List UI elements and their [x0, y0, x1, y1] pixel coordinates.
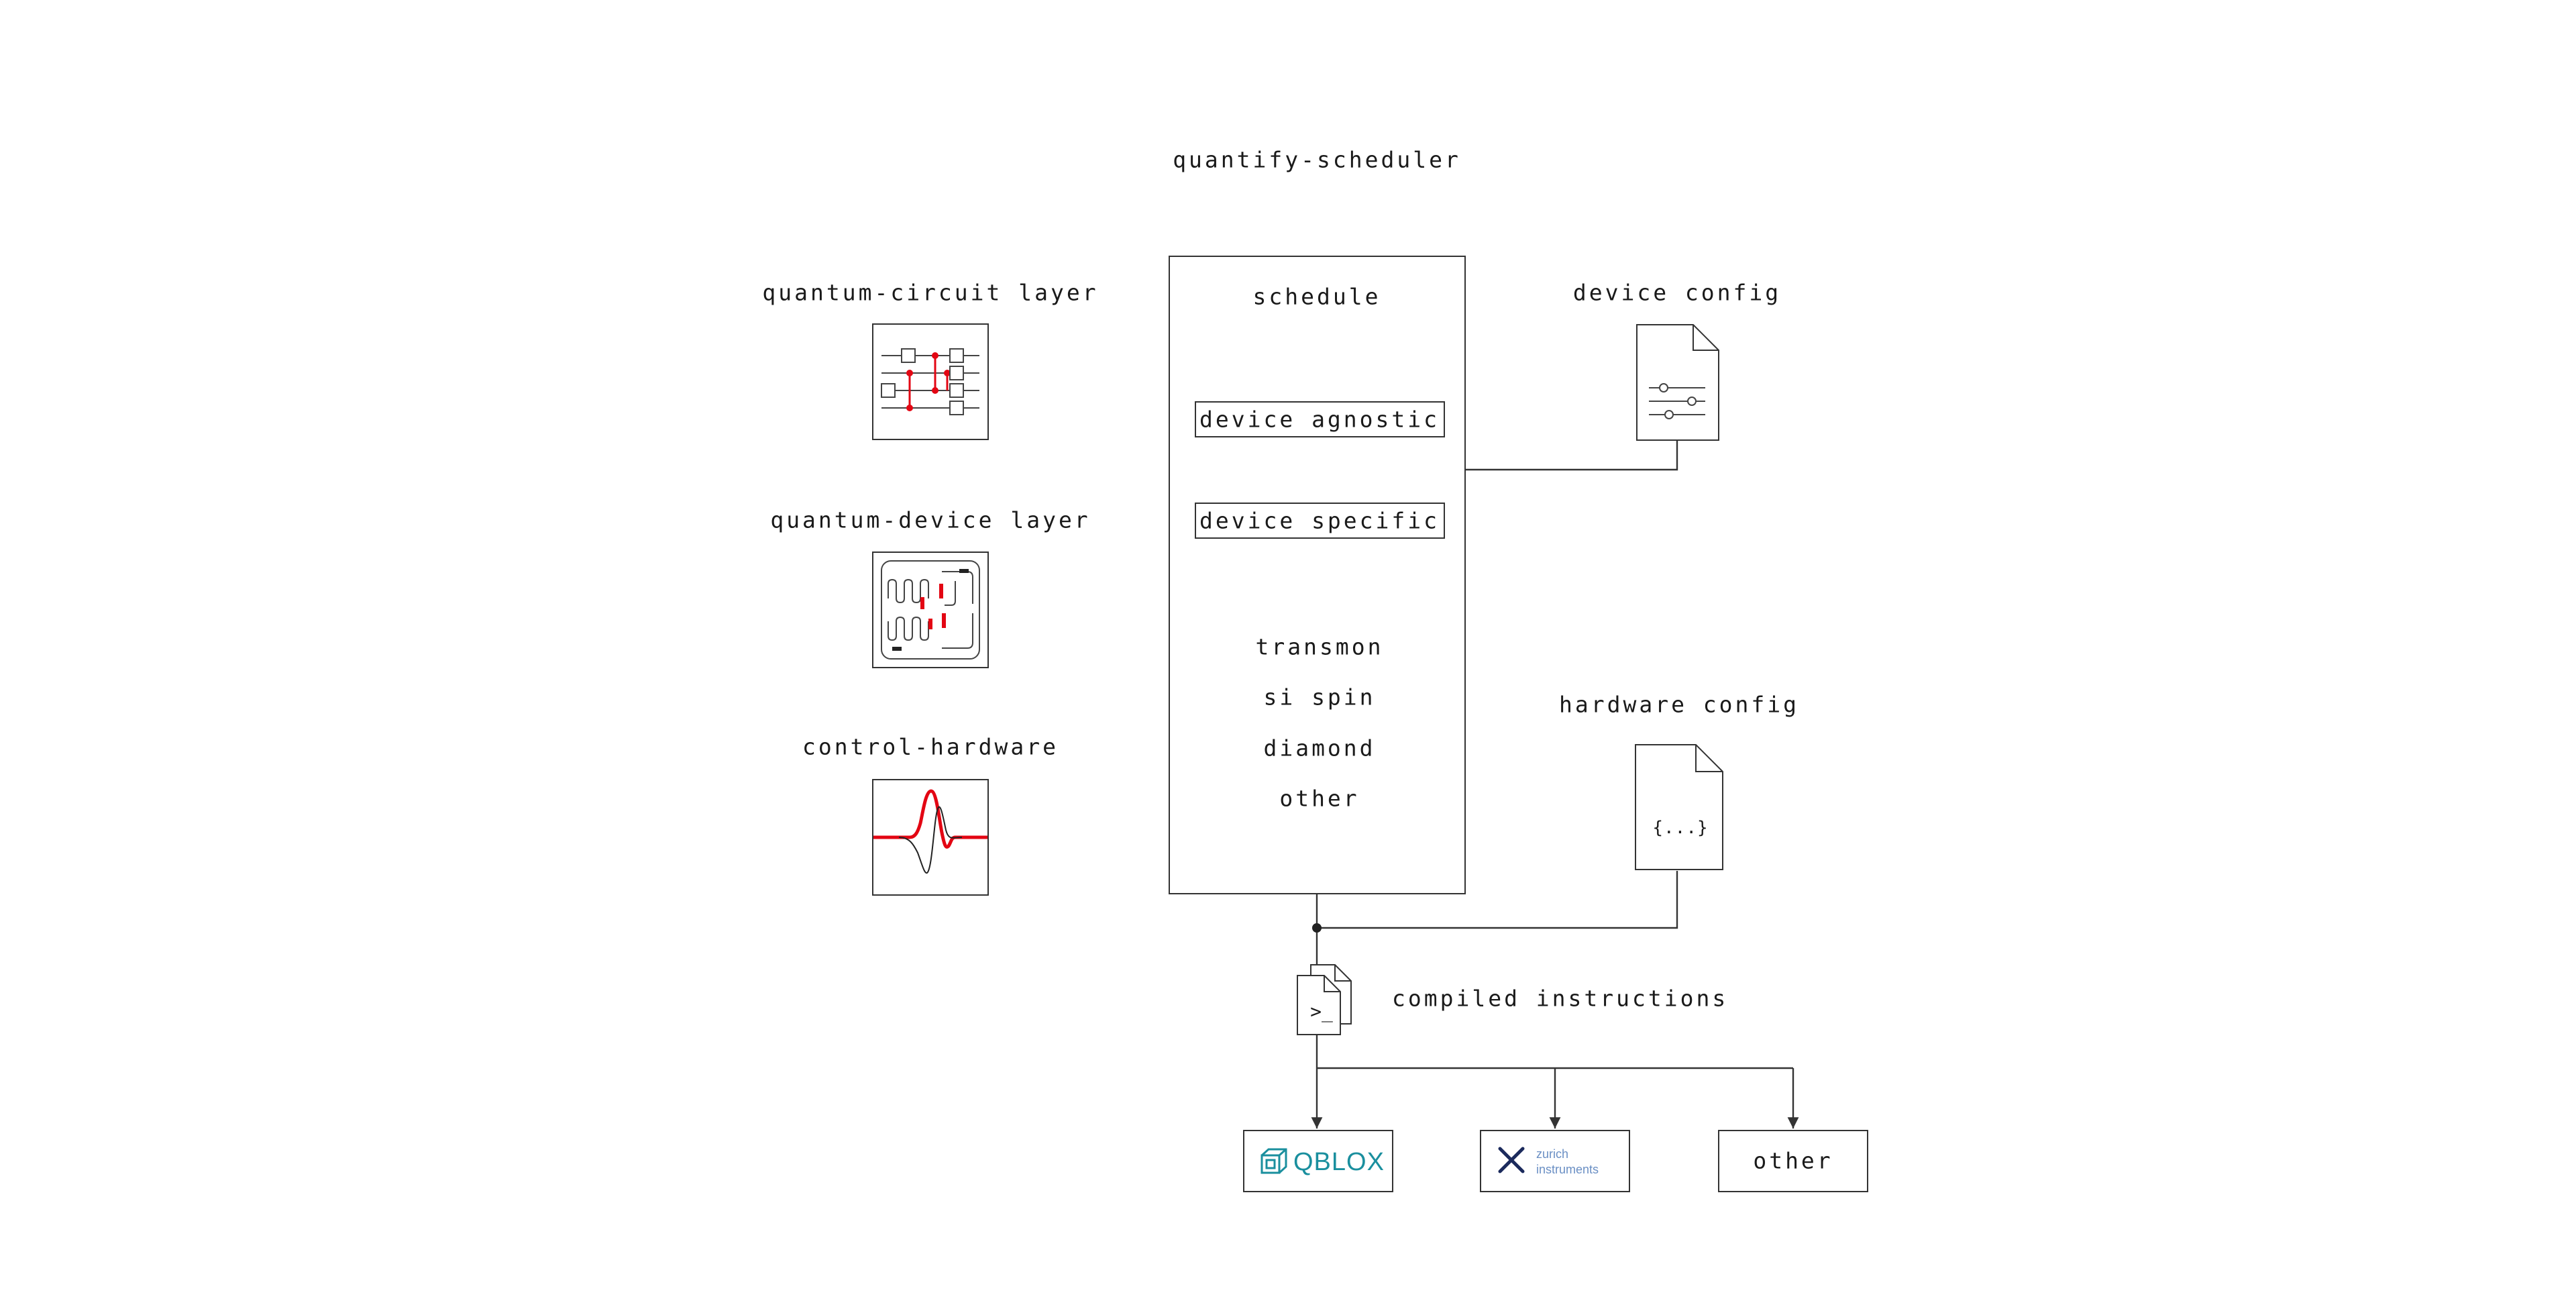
device-config-label: device config [1572, 279, 1782, 306]
compiled-prompt-glyph: >_ [1310, 1000, 1333, 1022]
platform-transmon: transmon [1255, 633, 1384, 660]
schedule-panel [1169, 256, 1466, 894]
device-agnostic-label: device agnostic [1199, 406, 1440, 433]
schedule-heading: schedule [1252, 283, 1381, 310]
hardware-config-connector [1317, 871, 1678, 929]
platform-diamond: diamond [1263, 735, 1376, 762]
hardware-config-file-icon [1635, 744, 1723, 870]
hardware-config-label: hardware config [1558, 691, 1800, 718]
zurich-logo-line2: instruments [1536, 1163, 1599, 1176]
quantum-circuit-icon [872, 323, 989, 440]
quantum-device-chip-icon [872, 552, 989, 668]
layer-label-hardware: control-hardware [802, 733, 1059, 760]
compiled-instructions-file-icon [1297, 964, 1352, 1035]
backend-other-box [1718, 1130, 1868, 1192]
platform-si-spin: si spin [1263, 684, 1376, 711]
layer-label-device: quantum-device layer [770, 507, 1091, 533]
platform-other: other [1279, 785, 1360, 812]
layer-label-circuit: quantum-circuit layer [762, 279, 1099, 306]
device-specific-box [1195, 503, 1445, 539]
backend-zurich-box [1480, 1130, 1630, 1192]
diagram-title: quantify-scheduler [1173, 146, 1461, 173]
qblox-logo-text: QBLOX [1293, 1148, 1385, 1176]
compiled-instructions-label: compiled instructions [1392, 985, 1729, 1012]
device-config-file-icon [1636, 324, 1719, 441]
device-agnostic-box [1195, 401, 1445, 437]
zurich-instruments-x-icon [1498, 1147, 1525, 1173]
hardware-config-junction [1312, 923, 1322, 933]
backend-other-label: other [1753, 1147, 1833, 1174]
zurich-logo-line1: zurich [1536, 1147, 1569, 1161]
hardware-config-glyph: {...} [1652, 818, 1709, 838]
device-specific-label: device specific [1199, 507, 1440, 534]
control-hardware-waveform-icon [872, 779, 989, 896]
qblox-cube-icon [1260, 1148, 1287, 1174]
